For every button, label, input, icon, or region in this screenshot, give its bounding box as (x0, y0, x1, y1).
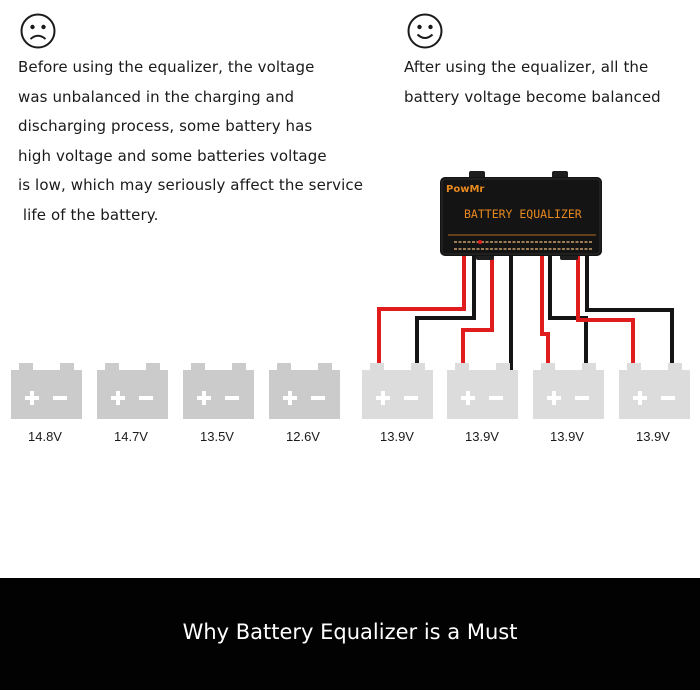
footer-banner: Why Battery Equalizer is a Must (0, 578, 700, 690)
before-line: life of the battery. (18, 205, 159, 224)
sad-face-icon (20, 13, 56, 49)
battery-voltage-label: 13.9V (465, 429, 499, 444)
battery-terminal (60, 363, 74, 372)
minus-sign-icon (225, 396, 239, 400)
before-line: Before using the equalizer, the voltage (18, 58, 315, 76)
wire-positive (540, 256, 550, 370)
after-line: battery voltage become balanced (404, 87, 661, 106)
battery-terminal (541, 363, 555, 372)
plus-sign-icon (466, 391, 470, 405)
battery-terminal (232, 363, 246, 372)
battery-terminal (146, 363, 160, 372)
battery-terminal (455, 363, 469, 372)
battery-icon (269, 363, 340, 419)
battery-voltage-label: 14.7V (114, 429, 148, 444)
battery-body (97, 370, 168, 419)
wire-positive (461, 256, 494, 370)
banner-title: Why Battery Equalizer is a Must (182, 620, 518, 644)
minus-sign-icon (139, 396, 153, 400)
battery-voltage-label: 14.8V (28, 429, 62, 444)
before-line: is low, which may seriously affect the s… (18, 176, 364, 194)
before-line: discharging process, some battery has (18, 117, 313, 135)
battery-terminal (105, 363, 119, 372)
battery-terminal (668, 363, 682, 372)
battery-icon (183, 363, 254, 419)
plus-sign-icon (288, 391, 292, 405)
wire-negative (415, 256, 476, 370)
battery-body (447, 370, 518, 419)
before-line: was unbalanced in the charging and (18, 87, 295, 106)
battery-body (619, 370, 690, 419)
battery-row (11, 363, 690, 419)
battery-body (362, 370, 433, 419)
plus-sign-icon (116, 391, 120, 405)
plus-sign-icon (381, 391, 385, 405)
after-description: After using the equalizer, all the batte… (404, 53, 661, 112)
battery-icon (619, 363, 690, 419)
wire-bundle (377, 256, 674, 370)
battery-terminal (582, 363, 596, 372)
battery-body (533, 370, 604, 419)
battery-terminal (496, 363, 510, 372)
battery-voltage-label: 13.9V (550, 429, 584, 444)
battery-terminal (19, 363, 33, 372)
before-line: high voltage and some batteries voltage (18, 146, 327, 165)
before-description: Before using the equalizer, the voltage … (18, 53, 363, 230)
minus-sign-icon (311, 396, 325, 400)
minus-sign-icon (661, 396, 675, 400)
minus-sign-icon (489, 396, 503, 400)
after-line: After using the equalizer, all the (404, 58, 649, 76)
battery-body (269, 370, 340, 419)
battery-icon (11, 363, 82, 419)
battery-voltage-label: 13.9V (380, 429, 414, 444)
wire-positive (377, 256, 466, 370)
happy-face-icon (407, 13, 443, 49)
battery-equalizer-device: PowMr BATTERY EQUALIZER (440, 171, 602, 260)
battery-body (11, 370, 82, 419)
equalizer-diagram: PowMr BATTERY EQUALIZER 14.8V 14.7V 13.5… (11, 171, 690, 444)
plus-sign-icon (552, 391, 556, 405)
battery-terminal (411, 363, 425, 372)
minus-sign-icon (53, 396, 67, 400)
battery-icon (533, 363, 604, 419)
battery-voltage-label: 13.5V (200, 429, 234, 444)
wire-positive (576, 256, 635, 370)
device-title: BATTERY EQUALIZER (464, 207, 582, 221)
battery-terminal (318, 363, 332, 372)
plus-sign-icon (638, 391, 642, 405)
plus-sign-icon (202, 391, 206, 405)
battery-icon (447, 363, 518, 419)
battery-voltage-label: 12.6V (286, 429, 320, 444)
battery-icon (362, 363, 433, 419)
minus-sign-icon (575, 396, 589, 400)
plus-sign-icon (30, 391, 34, 405)
battery-body (183, 370, 254, 419)
battery-voltage-label: 13.9V (636, 429, 670, 444)
battery-terminal (370, 363, 384, 372)
minus-sign-icon (404, 396, 418, 400)
battery-terminal (191, 363, 205, 372)
wire-negative (548, 256, 588, 370)
wire-negative (585, 256, 674, 370)
device-brand: PowMr (446, 184, 484, 195)
battery-icon (97, 363, 168, 419)
battery-terminal (277, 363, 291, 372)
battery-terminal (627, 363, 641, 372)
